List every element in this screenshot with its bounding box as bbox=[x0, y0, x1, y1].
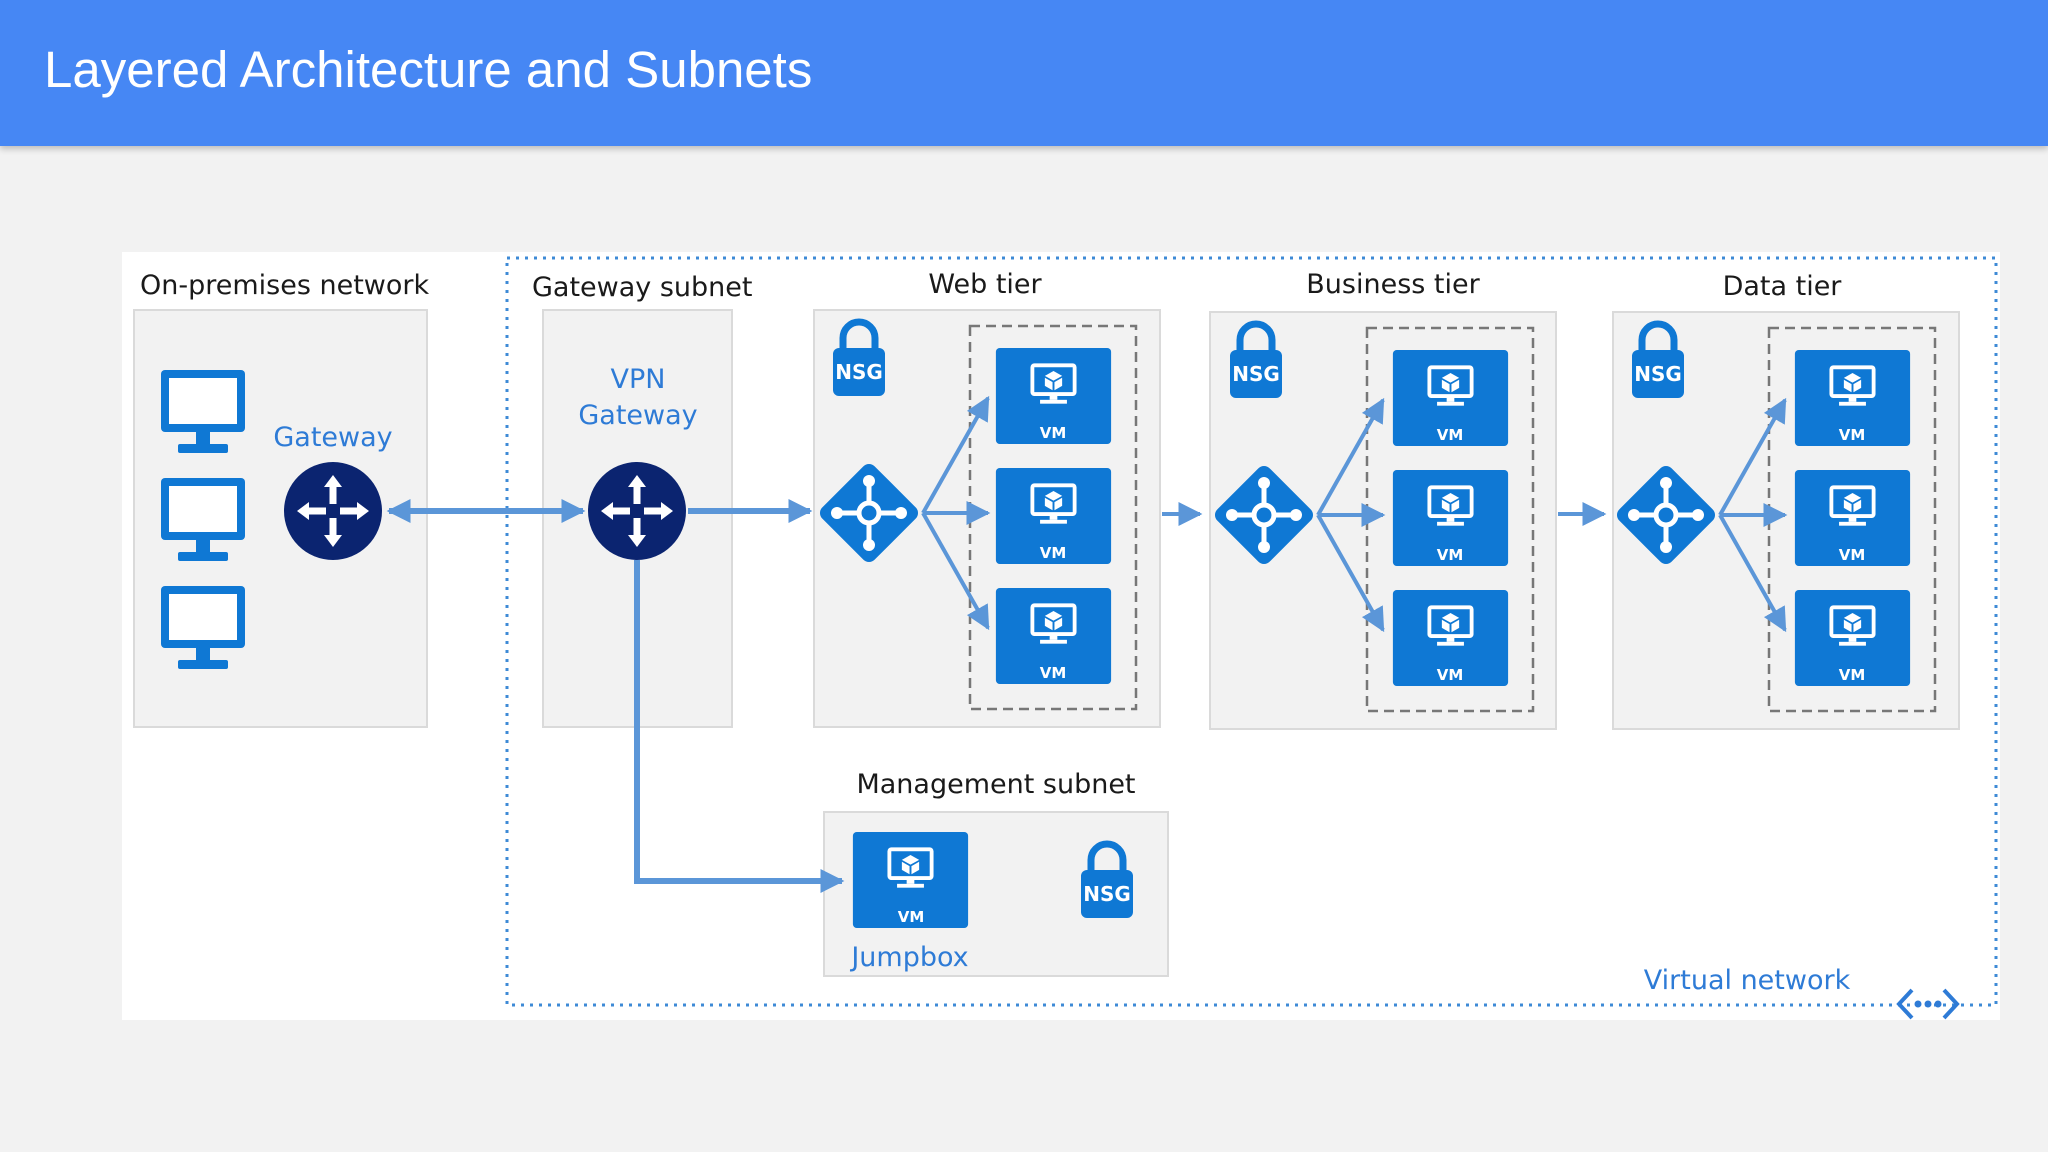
data-vm-group bbox=[1767, 326, 1937, 713]
business-fan-link bbox=[1316, 397, 1385, 516]
vm-label: VM bbox=[1839, 426, 1866, 444]
management-nsg-label: NSG bbox=[1083, 882, 1131, 906]
page-title: Layered Architecture and Subnets bbox=[44, 41, 813, 98]
management-subnet-title: Management subnet bbox=[856, 769, 1135, 800]
gateway-router-icon bbox=[284, 462, 382, 560]
vpn-label-line1: VPN bbox=[611, 364, 666, 395]
web-fan-link bbox=[921, 395, 990, 514]
vpn-gateway-router-icon bbox=[588, 462, 686, 560]
vm-label: VM bbox=[1040, 424, 1067, 442]
business-vm-group bbox=[1365, 326, 1535, 713]
business-fan-link bbox=[1316, 514, 1385, 633]
data-tier-title: Data tier bbox=[1723, 271, 1843, 302]
vm-label: VM bbox=[1040, 544, 1067, 562]
data-fan-link bbox=[1718, 514, 1787, 633]
vpn-label-line2: Gateway bbox=[578, 400, 697, 431]
vm-label: VM bbox=[1839, 666, 1866, 684]
jumpbox-label: Jumpbox bbox=[849, 942, 968, 973]
web-fan-link bbox=[921, 512, 990, 631]
web-nsg-label: NSG bbox=[835, 360, 883, 384]
web-vm-group bbox=[968, 324, 1138, 711]
virtual-network-icon bbox=[1896, 988, 1960, 1020]
vm-label: VM bbox=[1839, 546, 1866, 564]
vm-label: VM bbox=[1437, 546, 1464, 564]
web-tier-title: Web tier bbox=[928, 269, 1042, 300]
header-bar: Layered Architecture and Subnets bbox=[0, 0, 2048, 146]
jumpbox-vm-label: VM bbox=[898, 908, 925, 926]
data-nsg-label: NSG bbox=[1634, 362, 1682, 386]
gateway-subnet-title: Gateway subnet bbox=[532, 272, 752, 303]
vm-label: VM bbox=[1437, 426, 1464, 444]
virtual-network-label: Virtual network bbox=[1644, 965, 1851, 996]
business-nsg-label: NSG bbox=[1232, 362, 1280, 386]
data-fan-link bbox=[1718, 397, 1787, 516]
business-tier-title: Business tier bbox=[1306, 269, 1480, 300]
vm-label: VM bbox=[1040, 664, 1067, 682]
virtual-network-boundary bbox=[505, 256, 1998, 1007]
vm-label: VM bbox=[1437, 666, 1464, 684]
onprem-title: On-premises network bbox=[140, 270, 430, 301]
gateway-label: Gateway bbox=[273, 422, 392, 453]
vpn-management-link bbox=[634, 560, 845, 893]
